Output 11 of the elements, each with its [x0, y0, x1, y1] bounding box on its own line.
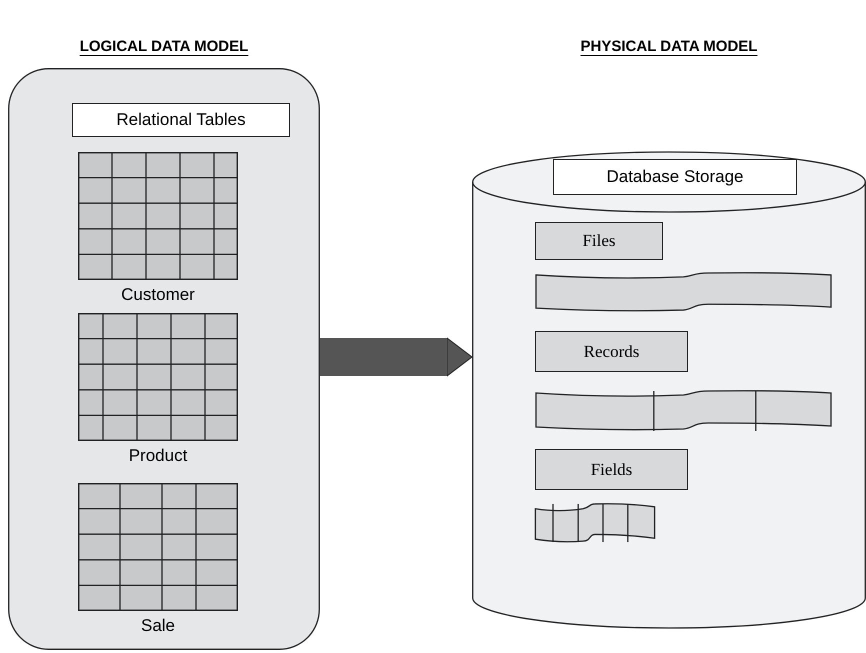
label-box: Fields: [535, 449, 688, 490]
section-heading: PHYSICAL DATA MODEL: [580, 38, 758, 55]
table-caption: Product: [128, 446, 188, 466]
section-heading: LOGICAL DATA MODEL: [80, 38, 248, 55]
label-box: Database Storage: [553, 159, 797, 195]
block-arrow: [320, 338, 472, 376]
table-caption: Customer: [120, 285, 196, 305]
table-caption: Sale: [140, 616, 176, 636]
label-box: Files: [535, 222, 663, 260]
label-box: Records: [535, 331, 688, 372]
label-box: Relational Tables: [72, 103, 290, 137]
